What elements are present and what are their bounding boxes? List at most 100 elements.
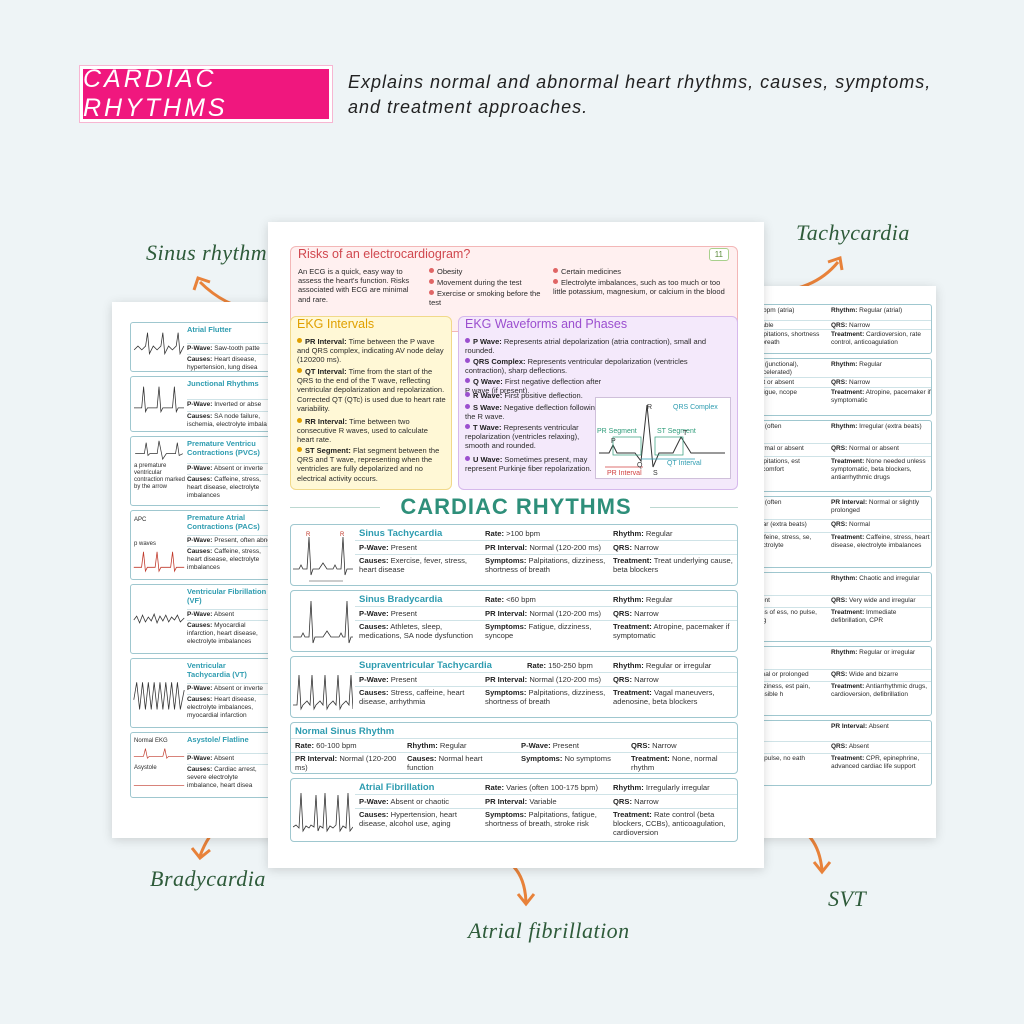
list-item: Junctional Rhythms P-Wave: Inverted or a… bbox=[130, 376, 272, 432]
diagram-label: Q bbox=[637, 462, 643, 469]
row-title: Junctional Rhythms bbox=[187, 379, 259, 388]
rhythm-cell: Rhythm: Regular or irregular bbox=[613, 661, 712, 670]
row-line: P-Wave: Absent or inverte bbox=[187, 683, 271, 693]
row-cell: QRS: Wide and bizarre bbox=[831, 671, 899, 678]
row-cell: Treatment: Cardioversion, rate control, … bbox=[831, 331, 921, 346]
side-note: p waves bbox=[134, 541, 157, 547]
rhythm-cell: Rhythm: Irregularly irregular bbox=[613, 783, 710, 792]
table-row: Normal Sinus Rhythm Rate: 60-100 bpm Rhy… bbox=[290, 722, 738, 774]
row-cell: PR Interval: Normal or slightly prolonge… bbox=[831, 499, 920, 514]
rate-cell: Rate: Varies (often 100-175 bpm) bbox=[485, 783, 598, 792]
treatment-cell: Treatment: Vagal maneuvers, adenosine, b… bbox=[613, 688, 715, 706]
right-page: 12 50 bpm (atria)Rhythm: Regular (atrial… bbox=[744, 286, 936, 838]
row-cell: n bbox=[754, 723, 826, 731]
list-item: a premature ventricular contraction mark… bbox=[130, 436, 272, 506]
list-item: P Wave: Represents atrial depolarization… bbox=[465, 337, 707, 356]
treatment-cell: Treatment: Atropine, pacemaker if sympto… bbox=[613, 622, 730, 640]
row-cell: pm (junctional), (accelerated) bbox=[754, 361, 799, 376]
symptoms-cell: Symptoms: Palpitations, fatigue, shortne… bbox=[485, 810, 597, 828]
ecg-wave-icon bbox=[135, 440, 183, 461]
row-cell: QRS: Absent bbox=[831, 743, 869, 750]
row-cell: Palpitations, est discomfort bbox=[754, 458, 800, 473]
table-row: pm (junctional), (accelerated) Rhythm: Re… bbox=[750, 358, 932, 416]
ecg-wave-icon bbox=[133, 551, 185, 573]
row-line: Causes: Caffeine, stress, heart disease,… bbox=[187, 546, 271, 572]
diagram-label: QT Interval bbox=[667, 460, 702, 467]
row-title: Premature Ventricu Contractions (PVCs) bbox=[187, 439, 260, 457]
row-line: P-Wave: Absent or inverte bbox=[187, 463, 271, 473]
pr-cell: PR Interval: Normal (120-200 ms) bbox=[485, 543, 602, 552]
list-item: Electrolyte imbalances, such as too much… bbox=[553, 278, 725, 297]
row-title: Premature Atrial Contractions (PACs) bbox=[187, 513, 260, 531]
caption-svt: SVT bbox=[828, 886, 867, 911]
row-line: P-Wave: Inverted or abse bbox=[187, 399, 271, 409]
row-cell: Dizziness, est pain, possible h bbox=[754, 683, 810, 698]
rate-cell: Rate: 60-100 bpm bbox=[295, 741, 357, 750]
list-item: QT Interval: Time from the start of the … bbox=[297, 367, 446, 413]
diagram-label: T bbox=[683, 430, 688, 437]
row-cell: Rhythm: Regular (atrial) bbox=[831, 307, 903, 314]
page-number: 11 bbox=[708, 248, 729, 262]
row-cell: No pulse, no eath bbox=[754, 755, 805, 762]
side-note: a premature ventricular contraction mark… bbox=[134, 463, 186, 490]
row-cell: Rhythm: Regular bbox=[831, 361, 882, 368]
ecg-wave-icon bbox=[293, 674, 353, 711]
list-item: Ventricular Tachycardia (VT) P-Wave: Abs… bbox=[130, 658, 272, 728]
ecg-wave-icon bbox=[133, 613, 185, 624]
row-cell: gular (extra beats) bbox=[754, 521, 807, 528]
rate-cell: Rate: <60 bpm bbox=[485, 595, 536, 604]
table-row: 50 bpm (atria)Rhythm: Regular (atrial)ar… bbox=[750, 304, 932, 354]
row-line: P-Wave: Absent bbox=[187, 753, 271, 763]
risks-title: Risks of an electrocardiogram? bbox=[298, 247, 471, 261]
row-cell: ary (often bbox=[754, 423, 782, 430]
causes-cell: Causes: Normal heart function bbox=[407, 754, 483, 772]
list-item: Atrial Flutter P-Wave: Saw-tooth patte C… bbox=[130, 322, 272, 372]
row-title: Sinus Bradycardia bbox=[359, 594, 443, 605]
row-cell: Palpitations, shortness of breath bbox=[754, 331, 820, 346]
causes-cell: Causes: Exercise, fever, stress, heart d… bbox=[359, 556, 468, 574]
list-item: PR Interval: Time between the P wave and… bbox=[297, 337, 444, 365]
symptoms-cell: Symptoms: Fatigue, dizziness, syncope bbox=[485, 622, 592, 640]
row-line: Causes: Heart disease, electrolyte imbal… bbox=[187, 694, 271, 720]
diagram-label: S bbox=[653, 470, 658, 477]
ekg-waveform-diagram: R QRS Complex PR Segment ST Segment P T … bbox=[595, 397, 731, 479]
pwave-cell: P-Wave: Present bbox=[359, 543, 417, 552]
row-cell: Treatment: Antiarrhythmic drugs, cardiov… bbox=[831, 683, 928, 698]
row-cell: bsent bbox=[754, 597, 826, 605]
row-cell: Rhythm: Chaotic and irregular bbox=[831, 575, 920, 582]
symptoms-cell: Symptoms: Palpitations, dizziness, short… bbox=[485, 688, 606, 706]
title-badge: CARDIAC RHYTHMS bbox=[80, 65, 332, 122]
causes-cell: Causes: Hypertension, heart disease, alc… bbox=[359, 810, 457, 828]
table-row: ary (often Rhythm: Irregular (extra beats… bbox=[750, 420, 932, 492]
table-row: ary (often PR Interval: Normal or slightl… bbox=[750, 496, 932, 568]
list-item: RR Interval: Time between two consecutiv… bbox=[297, 417, 428, 445]
intro-text: Explains normal and abnormal heart rhyth… bbox=[348, 72, 932, 117]
list-item: U Wave: Sometimes present, may represent… bbox=[465, 455, 592, 474]
side-note: Asystole bbox=[134, 765, 157, 771]
row-cell: ormal or prolonged bbox=[754, 671, 809, 678]
row-title: Ventricular Tachycardia (VT) bbox=[187, 661, 247, 679]
list-item: Ventricular Fibrillation (VF) P-Wave: Ab… bbox=[130, 584, 272, 654]
pr-cell: PR Interval: Normal (120-200 ms) bbox=[485, 675, 602, 684]
divider bbox=[650, 507, 738, 508]
row-cell: Treatment: CPR, epinephrine, advanced ca… bbox=[831, 755, 920, 770]
ekg-waveforms-title: EKG Waveforms and Phases bbox=[465, 317, 628, 331]
ecg-wave-icon bbox=[293, 792, 353, 833]
row-title: Asystole/ Flatline bbox=[187, 735, 249, 744]
list-item: Movement during the test bbox=[429, 278, 547, 287]
row-line: P-Wave: Present, often abno bbox=[187, 535, 271, 544]
row-cell: Rhythm: Irregular (extra beats) bbox=[831, 423, 922, 430]
ekg-intervals-box: EKG Intervals PR Interval: Time between … bbox=[290, 316, 452, 490]
row-line: Causes: SA node failure, ischemia, elect… bbox=[187, 411, 271, 429]
row-cell: ary (often bbox=[754, 499, 782, 506]
rate-cell: Rate: >100 bpm bbox=[485, 529, 541, 538]
treatment-cell: Treatment: None, normal rhythm bbox=[631, 754, 718, 772]
causes-cell: Causes: Stress, caffeine, heart disease,… bbox=[359, 688, 465, 706]
diagram-label: ST Segment bbox=[657, 428, 696, 435]
qrs-cell: QRS: Narrow bbox=[631, 741, 677, 750]
